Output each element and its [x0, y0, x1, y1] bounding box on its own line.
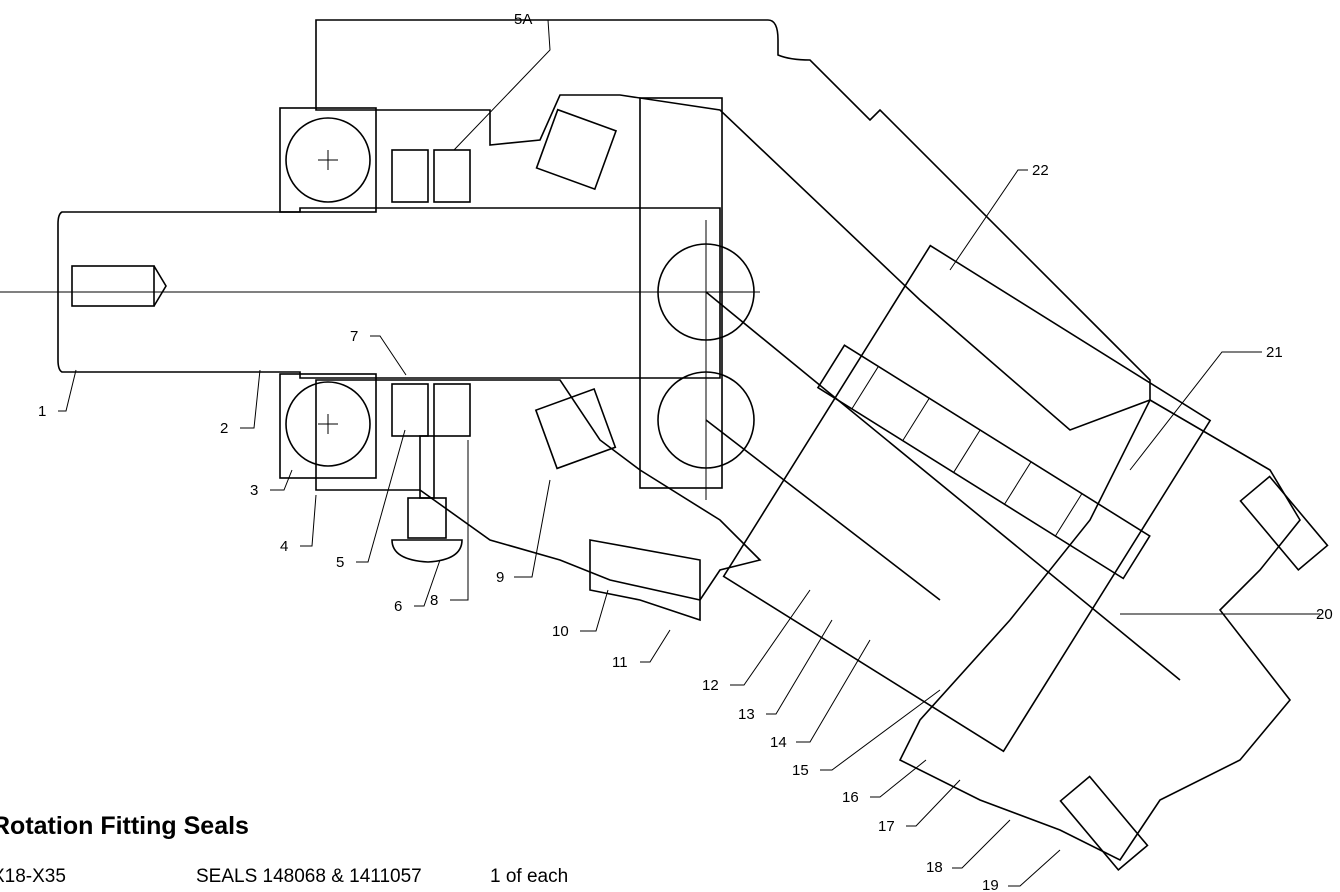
- leader-lines: [58, 19, 1320, 887]
- drain-fitting-stem: [419, 435, 435, 499]
- callout-8: 8: [430, 592, 438, 609]
- drain-fitting-nut: [407, 497, 447, 539]
- callout-5: 5: [336, 554, 344, 571]
- callout-3: 3: [250, 482, 258, 499]
- side-bolt: [1239, 475, 1329, 571]
- seal-quantity: 1 of each: [490, 866, 569, 887]
- lower-seal-b: [433, 383, 471, 437]
- cylinder-block: [722, 244, 1212, 753]
- section-title: Rotation Fitting Seals: [0, 812, 249, 840]
- callout-11: 11: [612, 654, 628, 671]
- upper-bearing: [279, 107, 377, 213]
- lower-bearing: [279, 373, 377, 479]
- callout-14: 14: [770, 734, 787, 751]
- callout-16: 16: [842, 789, 859, 806]
- seal-model: X18-X35: [0, 866, 66, 887]
- port-body: [589, 539, 701, 622]
- shaft-bore: [71, 265, 155, 307]
- callout-15: 15: [792, 762, 809, 779]
- housing-lower: [315, 379, 762, 601]
- callout-4: 4: [280, 538, 288, 555]
- callout-5a: 5A: [514, 11, 532, 28]
- callout-21: 21: [1266, 344, 1283, 361]
- lower-roller-bearing: [534, 387, 617, 470]
- callout-20: 20: [1316, 606, 1333, 623]
- upper-piston-rod: [705, 291, 1181, 681]
- callout-10: 10: [552, 623, 569, 640]
- callout-19: 19: [982, 877, 999, 892]
- drain-fitting-cap: [391, 539, 463, 563]
- end-cover: [898, 398, 1301, 862]
- seal-part-numbers: SEALS 148068 & 1411057: [196, 866, 422, 887]
- callout-22: 22: [1032, 162, 1049, 179]
- callout-2: 2: [220, 420, 228, 437]
- lower-piston-rod: [705, 419, 941, 601]
- callout-6: 6: [394, 598, 402, 615]
- callout-12: 12: [702, 677, 719, 694]
- drive-flange: [639, 97, 723, 489]
- callout-1: 1: [38, 403, 46, 420]
- callout-9: 9: [496, 569, 504, 586]
- upper-seal-a: [391, 149, 429, 203]
- callout-7: 7: [350, 328, 358, 345]
- upper-roller-bearing: [535, 108, 618, 191]
- callout-13: 13: [738, 706, 755, 723]
- upper-seal-b: [433, 149, 471, 203]
- callout-18: 18: [926, 859, 943, 876]
- lower-seal-a: [391, 383, 429, 437]
- end-cover-bolt: [1059, 775, 1149, 871]
- drive-shaft: [57, 207, 721, 379]
- housing-upper: [315, 19, 1151, 431]
- callout-17: 17: [878, 818, 895, 835]
